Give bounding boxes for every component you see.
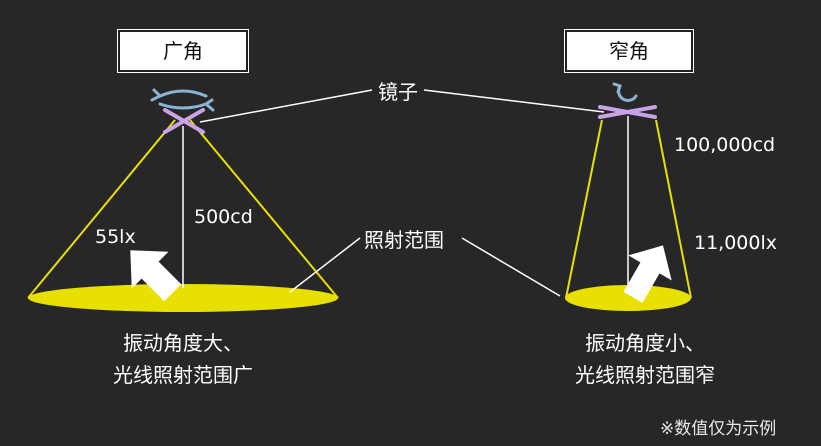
wide-caption: 振动角度大、 光线照射范围广 xyxy=(83,327,283,391)
mirror-leader-right xyxy=(423,89,605,113)
wide-illuminance: 55lx xyxy=(95,226,136,248)
area-leader-left xyxy=(289,237,361,293)
wide-luminous-intensity: 500cd xyxy=(194,206,253,228)
wide-beam-edge-left xyxy=(27,119,176,299)
mirror-leader-left xyxy=(199,89,373,123)
wide-mirror-icon xyxy=(163,108,205,134)
wide-irradiation-ellipse xyxy=(28,284,338,312)
narrow-luminous-intensity: 100,000cd xyxy=(674,134,776,156)
narrow-beam-edge-left xyxy=(565,119,603,299)
narrow-caption-line1: 振动角度小、 xyxy=(585,331,705,355)
narrow-beam-edge-right xyxy=(655,119,692,299)
wide-caption-line2: 光线照射范围广 xyxy=(113,363,253,387)
area-leader-right xyxy=(461,237,561,297)
narrow-angle-title: 窄角 xyxy=(565,30,693,72)
narrow-irradiation-ellipse xyxy=(565,285,691,311)
narrow-illuminance: 11,000lx xyxy=(694,232,778,254)
wide-angle-beam xyxy=(27,88,339,312)
wide-beam-edge-right xyxy=(189,119,339,299)
narrow-angle-beam xyxy=(565,82,692,311)
narrow-caption-line2: 光线照射范围窄 xyxy=(575,363,715,387)
narrow-mirror-icon xyxy=(598,105,657,119)
wide-angle-title: 广角 xyxy=(118,30,248,72)
wide-up-arrow-icon xyxy=(130,250,182,302)
footnote: ※数值仅为示例 xyxy=(660,419,777,439)
narrow-rotation-arrow-icon xyxy=(612,82,638,102)
wide-caption-line1: 振动角度大、 xyxy=(123,331,243,355)
narrow-caption: 振动角度小、 光线照射范围窄 xyxy=(545,327,745,391)
irradiation-area-label: 照射范围 xyxy=(364,228,444,252)
wide-rotation-arrow-icon xyxy=(150,88,215,112)
mirror-label: 镜子 xyxy=(378,80,418,104)
leader-lines xyxy=(199,89,605,297)
narrow-up-arrow-icon xyxy=(623,245,672,303)
